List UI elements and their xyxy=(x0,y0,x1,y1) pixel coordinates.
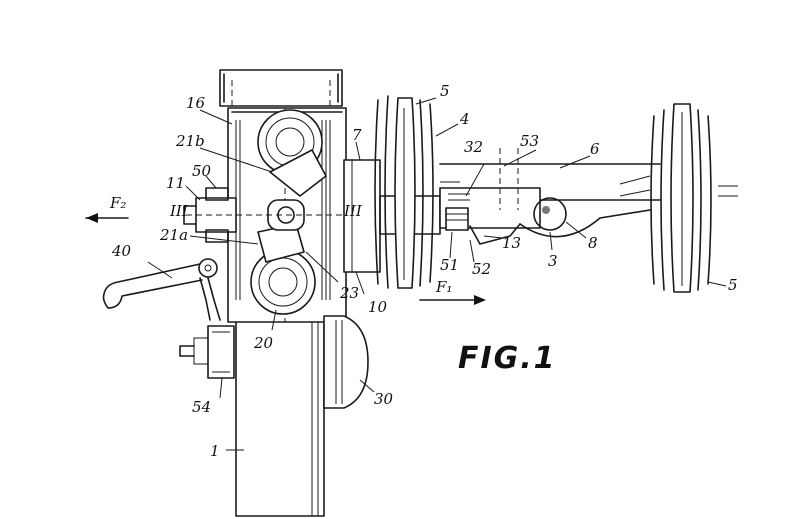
label-1: 1 xyxy=(210,442,220,460)
handle-lever xyxy=(102,258,221,321)
lower-roller xyxy=(250,249,316,315)
label-51: 51 xyxy=(440,256,459,274)
cylinder-body xyxy=(343,159,441,273)
section-markers xyxy=(85,213,486,305)
label-8: 8 xyxy=(588,234,598,252)
side-cylinder xyxy=(323,315,369,409)
label-5-left: 5 xyxy=(440,82,450,100)
force-label-f2: F₂ xyxy=(109,194,126,212)
force-label-f1: F₁ xyxy=(435,278,452,296)
label-54: 54 xyxy=(192,398,211,416)
vertical-post xyxy=(235,319,325,517)
right-pulley xyxy=(619,103,738,293)
label-53: 53 xyxy=(520,132,539,150)
left-pulley xyxy=(374,95,434,289)
label-III-left: III xyxy=(169,202,189,220)
label-16: 16 xyxy=(186,94,206,112)
label-52: 52 xyxy=(472,260,491,278)
label-10: 10 xyxy=(368,298,388,316)
label-6: 6 xyxy=(590,140,600,158)
figure-title: FIG.1 xyxy=(458,341,557,376)
label-32: 32 xyxy=(464,138,483,156)
label-7: 7 xyxy=(352,126,362,144)
label-11: 11 xyxy=(166,174,185,192)
label-21b: 21b xyxy=(175,132,205,150)
label-30: 30 xyxy=(374,390,394,408)
label-3: 3 xyxy=(548,252,558,270)
leader-lines xyxy=(147,97,727,451)
link-arms xyxy=(257,149,327,263)
label-21a: 21a xyxy=(159,226,188,244)
reference-labels: 16 21b 50 11 III 21a 40 20 23 10 III 7 5… xyxy=(109,82,738,460)
label-13: 13 xyxy=(502,234,521,252)
horizontal-shaft xyxy=(183,187,372,243)
latch-block xyxy=(179,325,235,379)
label-4: 4 xyxy=(459,110,470,128)
label-III-right: III xyxy=(343,202,363,220)
label-20: 20 xyxy=(253,334,274,352)
cam-and-ball xyxy=(469,197,651,245)
label-50: 50 xyxy=(192,162,212,180)
label-40: 40 xyxy=(111,242,132,260)
bracket-assembly xyxy=(439,148,541,231)
label-5-right: 5 xyxy=(728,276,738,294)
label-23: 23 xyxy=(339,284,359,302)
